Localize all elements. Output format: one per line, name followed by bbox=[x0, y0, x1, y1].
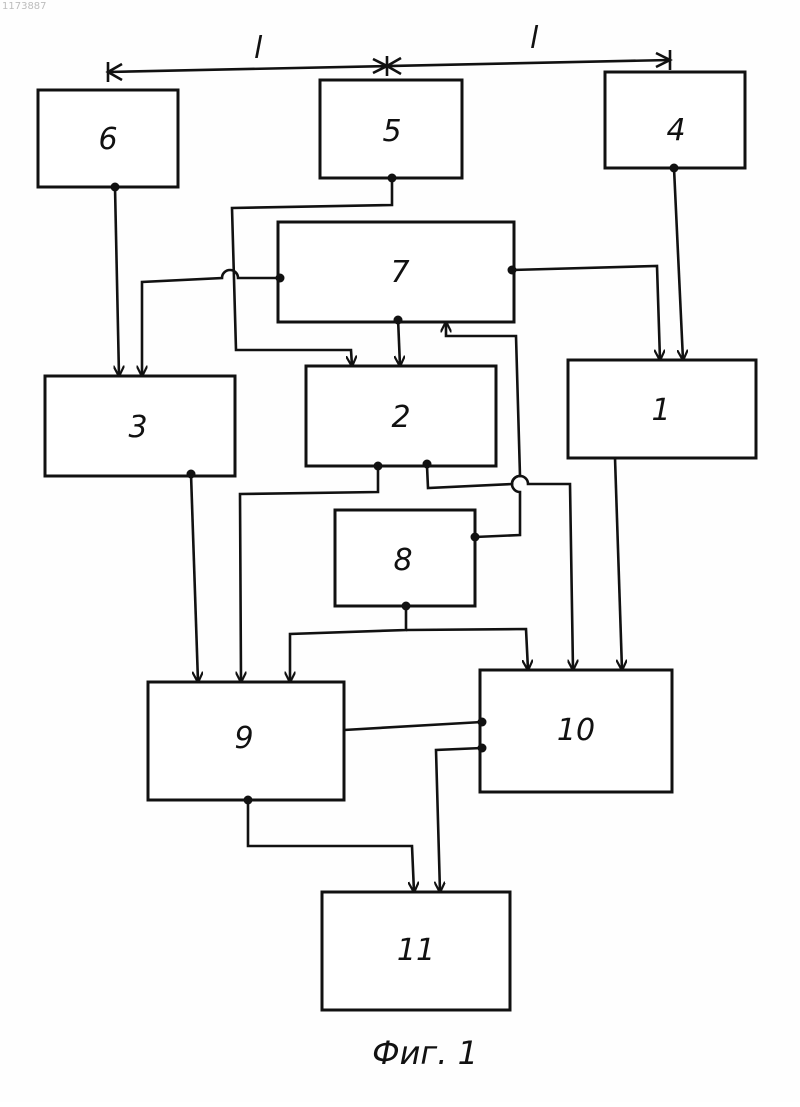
block-8-label: 8 bbox=[393, 543, 412, 578]
wire-4-to-1 bbox=[674, 168, 683, 360]
block-1: 1 bbox=[568, 360, 756, 458]
junction-dot bbox=[374, 462, 383, 471]
block-6: 6 bbox=[38, 90, 178, 187]
block-8: 8 bbox=[335, 510, 475, 606]
junction-dot bbox=[478, 718, 487, 727]
junction-dot bbox=[508, 266, 517, 275]
block-10: 10 bbox=[480, 670, 672, 792]
spacing-label-left: l bbox=[254, 31, 263, 66]
block-9: 9 bbox=[148, 682, 344, 800]
wire-9-to-10 bbox=[344, 722, 482, 730]
block-7-label: 7 bbox=[390, 255, 409, 290]
wire-8-to-10 bbox=[406, 629, 528, 670]
document-id: 1173887 bbox=[2, 1, 47, 12]
block-5-label: 5 bbox=[382, 114, 401, 149]
junction-dot bbox=[478, 744, 487, 753]
wire-1-to-10 bbox=[615, 458, 622, 670]
wire-10-to-11 bbox=[436, 748, 482, 892]
block-5: 5 bbox=[320, 80, 462, 178]
block-4: 4 bbox=[605, 72, 745, 168]
junction-dot bbox=[423, 460, 432, 469]
wire-9-to-11 bbox=[248, 800, 414, 892]
junction-dot bbox=[670, 164, 679, 173]
block-6-label: 6 bbox=[98, 122, 117, 157]
junction-dot bbox=[394, 316, 403, 325]
junction-dot bbox=[388, 174, 397, 183]
junction-dot bbox=[187, 470, 196, 479]
block-11: 11 bbox=[322, 892, 510, 1010]
wire-3-to-9 bbox=[191, 474, 198, 682]
wire-7-to-2 bbox=[398, 318, 400, 366]
spacing-dimension: l l bbox=[108, 21, 670, 82]
wire-8-to-9 bbox=[290, 606, 406, 682]
junction-dot bbox=[111, 183, 120, 192]
block-1-label: 1 bbox=[651, 393, 670, 428]
wire-6-to-3 bbox=[115, 187, 119, 376]
block-7: 7 bbox=[278, 222, 514, 322]
figure-caption: Фиг. 1 bbox=[372, 1034, 478, 1072]
junction-dot bbox=[471, 533, 480, 542]
block-2-label: 2 bbox=[391, 400, 410, 435]
block-9-label: 9 bbox=[234, 721, 253, 756]
block-2: 2 bbox=[306, 366, 496, 466]
block-3-label: 3 bbox=[128, 410, 147, 445]
spacing-label-right: l bbox=[530, 21, 539, 56]
junction-dot bbox=[402, 602, 411, 611]
junction-dot bbox=[276, 274, 285, 283]
block-10-label: 10 bbox=[557, 713, 595, 748]
wire-7-to-3 bbox=[142, 270, 280, 376]
block-3: 3 bbox=[45, 376, 235, 476]
wire-7-to-1 bbox=[512, 266, 660, 360]
block-11-label: 11 bbox=[397, 933, 435, 968]
block-4-label: 4 bbox=[666, 113, 685, 148]
junction-dot bbox=[244, 796, 253, 805]
